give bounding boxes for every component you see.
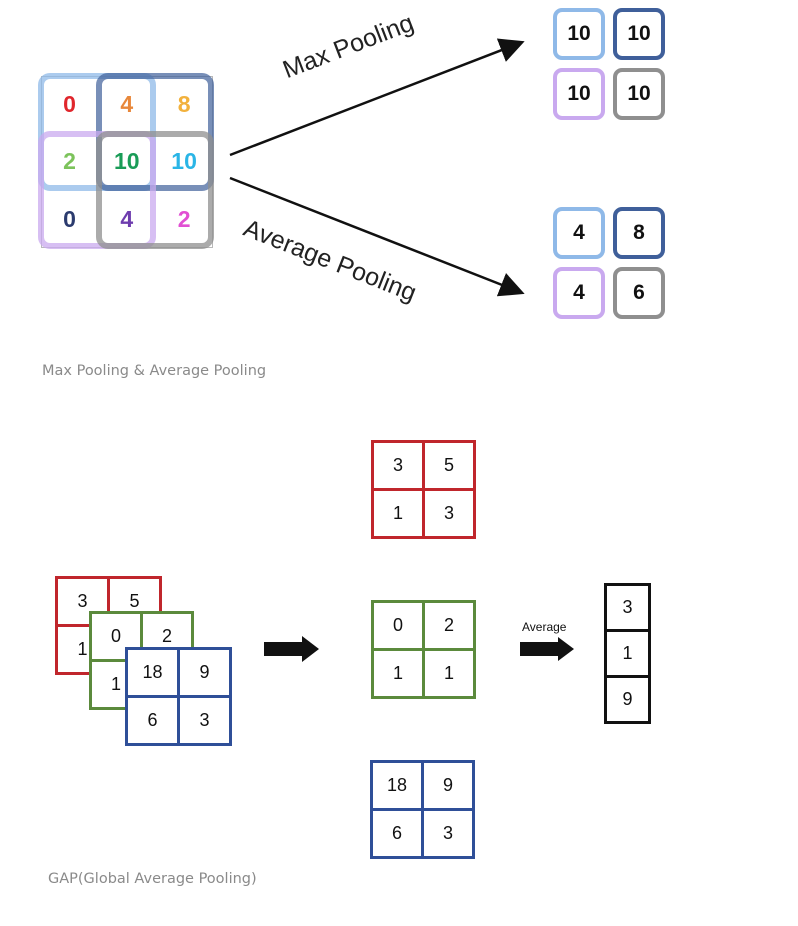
green-map-cell: 1 [422, 648, 476, 699]
stacked-blue-map-cell: 3 [177, 695, 232, 746]
blue-map-cell: 3 [421, 808, 475, 859]
stacked-blue-map-cell: 9 [177, 647, 232, 698]
green-map-cell: 0 [371, 600, 425, 651]
input-cell: 4 [120, 205, 134, 232]
average-label: Average [522, 620, 567, 634]
gap-result-cell: 3 [604, 583, 651, 632]
max-output-cell: 10 [613, 8, 665, 60]
blue-map-cell: 6 [370, 808, 424, 859]
green-map-cell: 2 [422, 600, 476, 651]
red-map-cell: 1 [371, 488, 425, 539]
max-output-cell: 10 [553, 68, 605, 120]
stacked-blue-map-cell: 18 [125, 647, 180, 698]
input-feature-map: 0 4 8 2 10 10 0 4 2 [38, 73, 214, 249]
blue-map-cell: 9 [421, 760, 475, 811]
stacked-blue-map-cell: 6 [125, 695, 180, 746]
stack-to-maps-arrow [264, 636, 319, 662]
max-pool-arrow [229, 38, 525, 157]
gap-result-cell: 9 [604, 675, 651, 724]
input-cell: 0 [63, 205, 76, 232]
green-map-cell: 1 [371, 648, 425, 699]
gap-caption: GAP(Global Average Pooling) [48, 871, 257, 887]
pooling-caption: Max Pooling & Average Pooling [42, 363, 267, 379]
avg-output-cell: 6 [613, 267, 665, 319]
input-cell: 0 [63, 91, 76, 117]
input-cell: 2 [63, 148, 76, 175]
pooling-arrows [229, 38, 525, 297]
max-pool-output: 10 10 10 10 [553, 8, 671, 126]
input-cell: 10 [114, 148, 140, 175]
input-cell: 2 [177, 205, 191, 232]
avg-output-cell: 4 [553, 267, 605, 319]
avg-pool-output: 4 8 4 6 [553, 207, 671, 325]
red-map-cell: 3 [371, 440, 425, 491]
gap-result-cell: 1 [604, 629, 651, 678]
input-cell: 8 [177, 91, 191, 117]
avg-output-cell: 8 [613, 207, 665, 259]
window-bottom-right [96, 131, 214, 249]
input-cell: 10 [171, 148, 197, 175]
red-map-cell: 3 [422, 488, 476, 539]
max-output-cell: 10 [613, 68, 665, 120]
average-arrow [520, 637, 574, 661]
max-output-cell: 10 [553, 8, 605, 60]
window-bottom-left [38, 131, 156, 249]
avg-pool-arrow [229, 176, 525, 297]
avg-output-cell: 4 [553, 207, 605, 259]
red-map-cell: 5 [422, 440, 476, 491]
blue-map-cell: 18 [370, 760, 424, 811]
input-cell: 4 [120, 91, 134, 117]
